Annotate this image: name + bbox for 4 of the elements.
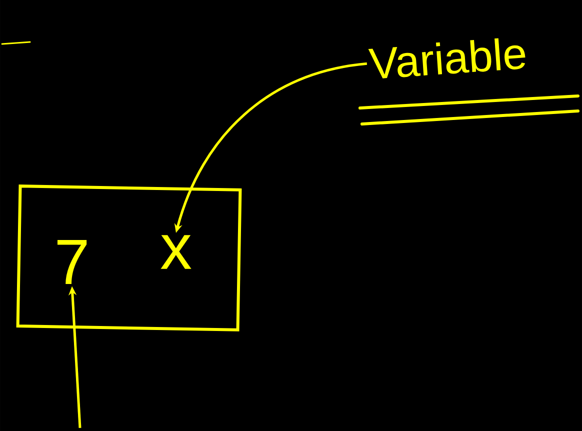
handwritten-label: x [160,235,192,269]
outline-box [16,184,242,332]
handwritten-label: 7 [58,240,87,284]
handwritten-label: Variable [368,38,526,78]
